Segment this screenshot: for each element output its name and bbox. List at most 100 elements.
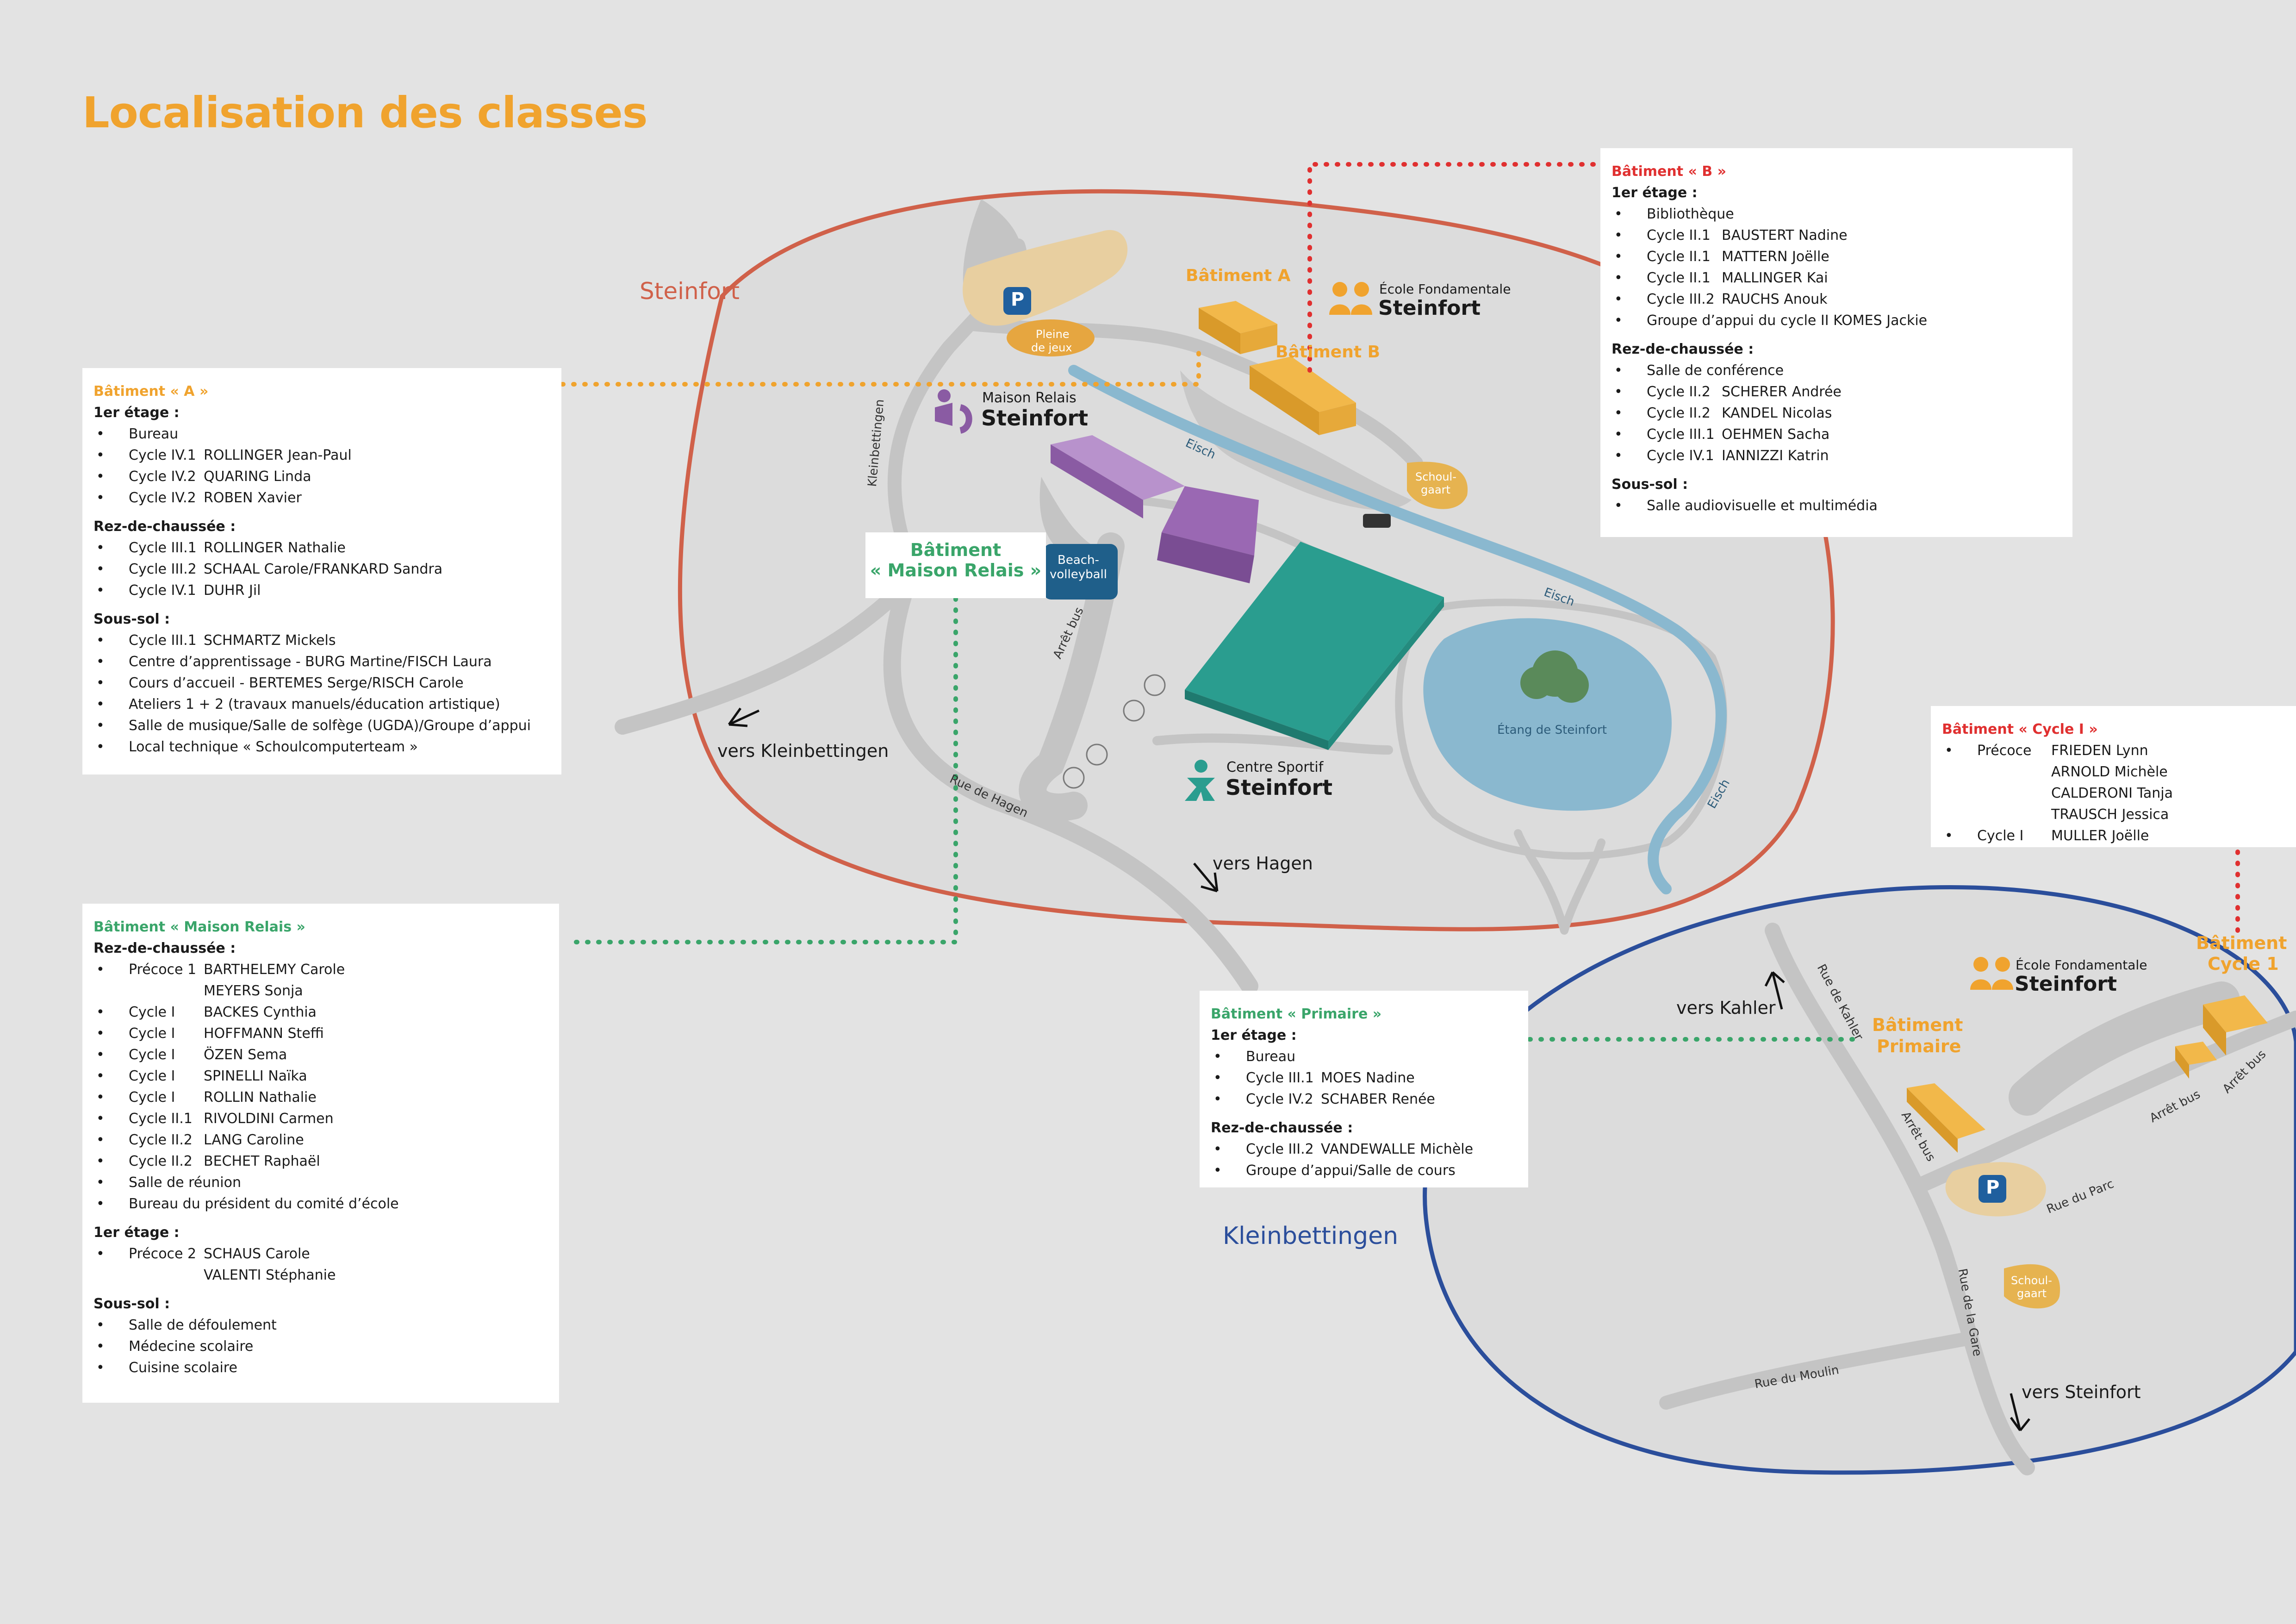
bridge (1363, 514, 1391, 528)
panel-list-item: Bureau (1211, 1046, 1517, 1068)
list-item-col1: Salle de musique/Salle de solfège (UGDA)… (129, 718, 531, 734)
list-item-col1: Cycle IV.2 (129, 468, 196, 485)
panel-section-heading: Sous-sol : (93, 1296, 170, 1312)
list-item-col1: Cycle IV.2 (1246, 1091, 1313, 1107)
list-item-col1: Cycle IV.1 (1647, 448, 1714, 464)
cycle1-label-1: Bâtiment (2196, 933, 2287, 953)
list-item-col1: Cycle III.1 (1246, 1070, 1314, 1086)
list-item-col2: TRAUSCH Jessica (2051, 806, 2169, 823)
panel-list-item: Médecine scolaire (93, 1336, 548, 1357)
list-item-col2: VANDEWALLE Michèle (1321, 1141, 1474, 1157)
primaire-label-1: Bâtiment (1872, 1015, 1963, 1035)
panel-section-heading: Rez-de-chaussée : (93, 518, 236, 535)
schoulgaart-steinfort-area (1407, 462, 1468, 509)
building-b (1250, 356, 1356, 435)
list-item-col2: ROLLINGER Jean-Paul (204, 447, 352, 463)
list-item-col1: Groupe d’appui du cycle II KOMES Jackie (1647, 312, 1928, 329)
panel-list-item: Cuisine scolaire (93, 1357, 548, 1379)
roads-kleinbettingen (1659, 923, 2296, 1475)
list-item-col1: Cycle III.1 (1647, 426, 1715, 443)
panel-section-heading: Rez-de-chaussée : (1211, 1120, 1353, 1136)
panel-batiment-primaire: Bâtiment « Primaire »1er étage :BureauCy… (1200, 991, 1528, 1187)
list-item-col1: Salle de défoulement (129, 1317, 277, 1333)
panel-batiment-maison-relais: Bâtiment « Maison Relais »Rez-de-chaussé… (82, 904, 559, 1403)
list-item-col2: RAUCHS Anouk (1722, 291, 1828, 307)
list-item-col2: ROLLINGER Nathalie (204, 540, 346, 556)
panel-list: Salle de défoulementMédecine scolaireCui… (93, 1315, 548, 1379)
maison-relais-callout-line2: « Maison Relais » (870, 560, 1042, 581)
list-item-col1: Cycle II.1 (1647, 249, 1711, 265)
panel-title: Bâtiment « Cycle I » (1942, 721, 2098, 737)
list-item-col2: DUHR Jil (204, 582, 261, 599)
panel-list-item: Bureau du président du comité d’école (93, 1193, 548, 1215)
maison-relais-callout-line1: Bâtiment (910, 540, 1002, 560)
centre-sportif-logo-big: Steinfort (1226, 775, 1333, 800)
list-item-col1: Cycle IV.1 (129, 582, 196, 599)
list-item-col1: Centre d’apprentissage - BURG Martine/FI… (129, 654, 492, 670)
list-item-col1: Salle de conférence (1647, 362, 1784, 379)
town-label-kleinbettingen: Kleinbettingen (1223, 1222, 1399, 1250)
panel-title: Bâtiment « A » (93, 383, 209, 400)
list-item-col2: VALENTI Stéphanie (204, 1267, 336, 1283)
list-item-col1: Cycle I (129, 1047, 175, 1063)
cycle1-label-2: Cycle 1 (2208, 954, 2279, 974)
panel-list-item: Local technique « Schoulcomputerteam » (93, 737, 550, 758)
tree-icon (1063, 674, 1166, 789)
list-item-col2: BACKES Cynthia (204, 1004, 317, 1020)
panel-section-heading: Sous-sol : (1612, 476, 1688, 493)
list-item-col2: SCHAUS Carole (204, 1246, 310, 1262)
list-item-col2: FRIEDEN Lynn (2051, 743, 2148, 759)
town-label-steinfort: Steinfort (640, 278, 740, 305)
schoulgaart-steinfort-label-2: gaart (1421, 483, 1450, 496)
panel-list-item: Salle de réunion (93, 1172, 548, 1193)
panel-list-item: MEYERS Sonja (93, 981, 548, 1002)
pleine-de-jeux-label-2: de jeux (1031, 341, 1072, 354)
panel-section-heading: 1er étage : (1211, 1027, 1297, 1043)
ecole-kb-logo-small: École Fondamentale (2016, 957, 2147, 973)
list-item-col1: Cycle III.2 (1647, 291, 1715, 307)
list-item-col1: Salle audiovisuelle et multimédia (1647, 498, 1878, 514)
list-item-col2: LANG Caroline (204, 1132, 304, 1148)
list-item-col1: Cycle I (1977, 828, 2024, 844)
list-item-col2: BECHET Raphaël (204, 1153, 320, 1169)
schoulgaart-kb-label-1: Schoul- (2011, 1274, 2052, 1287)
panel-list: Salle audiovisuelle et multimédia (1612, 495, 2061, 517)
panel-list-item: Salle de musique/Salle de solfège (UGDA)… (93, 715, 550, 737)
list-item-col1: Cuisine scolaire (129, 1360, 237, 1376)
panel-list-item: Cycle II.1 RIVOLDINI Carmen (93, 1108, 548, 1130)
list-item-col2: SCHMARTZ Mickels (204, 632, 336, 649)
maison-relais-building (1051, 435, 1259, 583)
panel-list-item: Bibliothèque (1612, 204, 2061, 225)
list-item-col1: Cycle II.2 (129, 1153, 193, 1169)
panel-list-item: Bureau (93, 424, 550, 445)
list-item-col2: RIVOLDINI Carmen (204, 1111, 334, 1127)
list-item-col1: Cycle II.1 (129, 1111, 193, 1127)
panel-section-heading: 1er étage : (1612, 185, 1698, 201)
direction-vers-kleinbettingen: vers Kleinbettingen (717, 741, 889, 761)
list-item-col2: MEYERS Sonja (204, 983, 303, 999)
list-item-col1: Cycle II.2 (1647, 384, 1711, 400)
school-people-icon (1329, 282, 2013, 990)
list-item-col2: MULLER Joëlle (2051, 828, 2149, 844)
list-item-col2: SCHERER Andrée (1722, 384, 1842, 400)
list-item-col2: KANDEL Nicolas (1722, 405, 1832, 421)
maison-relais-logo-small: Maison Relais (982, 390, 1076, 406)
